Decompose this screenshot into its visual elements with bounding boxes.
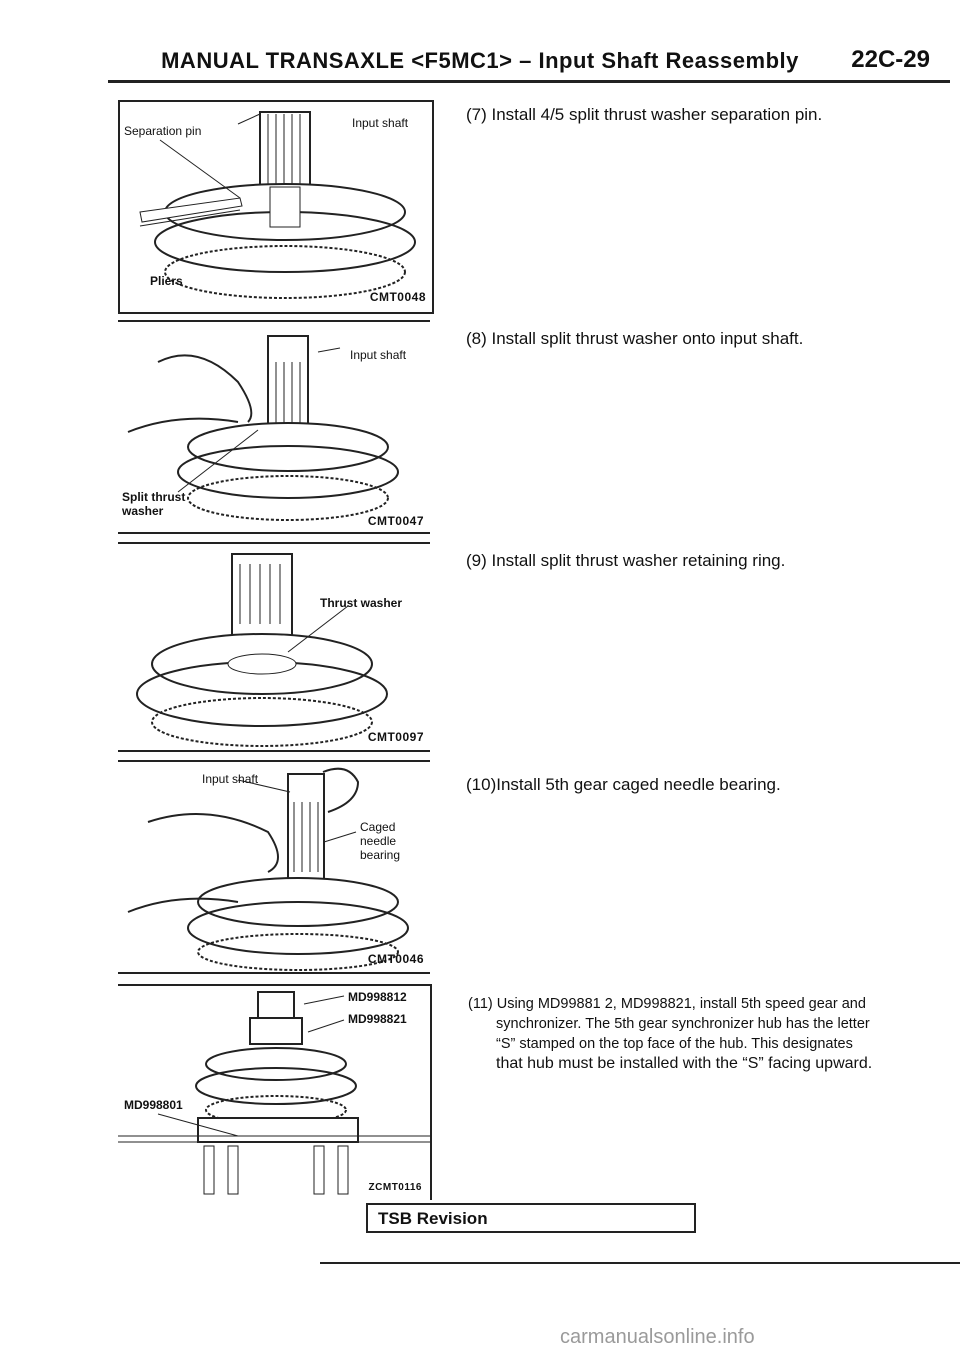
step-10: (10)Install 5th gear caged needle bearin… xyxy=(466,775,781,794)
label-input-shaft: Input shaft xyxy=(350,348,407,362)
figure-separation-pin: Separation pin Input shaft Pliers CMT004… xyxy=(118,100,434,314)
figure-code: CMT0047 xyxy=(367,514,424,528)
step-8: (8) Install split thrust washer onto inp… xyxy=(466,329,804,348)
figure-code: CMT0046 xyxy=(367,952,424,966)
header-rule xyxy=(108,80,950,83)
gear-illustration xyxy=(136,553,388,747)
footer-rule xyxy=(320,1262,960,1264)
figure-thrust-washer: Thrust washer CMT0097 xyxy=(118,542,430,752)
label-input-shaft: Input shaft xyxy=(202,772,259,786)
figure-special-tools: MD998812 MD998821 MD998801 ZCMT0116 xyxy=(118,984,432,1200)
step-9: (9) Install split thrust washer retainin… xyxy=(466,551,786,570)
label-md998821: MD998821 xyxy=(348,1012,407,1026)
label-md998812: MD998812 xyxy=(348,990,407,1004)
page-number: 22C-29 xyxy=(851,46,930,73)
press-illustration xyxy=(118,991,430,1195)
label-needle: needle xyxy=(360,834,397,848)
figure-code: CMT0048 xyxy=(369,290,426,304)
step-11-line-1: (11) Using MD99881 2, MD998821, install … xyxy=(468,996,866,1012)
label-separation-pin: Separation pin xyxy=(124,124,202,138)
label-split-thrust: Split thrust xyxy=(122,490,186,504)
label-caged: Caged xyxy=(360,820,396,834)
watermark: carmanualsonline.info xyxy=(560,1326,755,1348)
gear-illustration xyxy=(127,335,399,521)
page-title: MANUAL TRANSAXLE <F5MC1> – Input Shaft R… xyxy=(161,48,799,73)
label-washer: washer xyxy=(122,504,164,518)
label-bearing: bearing xyxy=(360,848,401,862)
figure-code: ZCMT0116 xyxy=(368,1182,422,1193)
step-11-line-3: “S” stamped on the top face of the hub. … xyxy=(496,1036,853,1052)
label-pliers: Pliers xyxy=(150,274,183,288)
gear-illustration xyxy=(139,111,416,299)
label-md998801: MD998801 xyxy=(124,1098,183,1112)
step-11-line-2: synchronizer. The 5th gear synchronizer … xyxy=(496,1016,870,1032)
figure-caged-needle-bearing: Input shaft Caged needle bearing CMT0046 xyxy=(118,760,430,974)
step-11-line-4: that hub must be installed with the “S” … xyxy=(496,1055,873,1072)
step-7: (7) Install 4/5 split thrust washer sepa… xyxy=(466,105,823,124)
label-thrust-washer: Thrust washer xyxy=(320,596,403,610)
figure-code: CMT0097 xyxy=(367,730,424,744)
figure-split-thrust-washer: Input shaft Split thrust washer CMT0047 xyxy=(118,320,430,534)
tsb-revision-box: TSB Revision xyxy=(366,1203,696,1233)
label-input-shaft: Input shaft xyxy=(352,116,409,130)
gear-illustration xyxy=(127,767,409,971)
